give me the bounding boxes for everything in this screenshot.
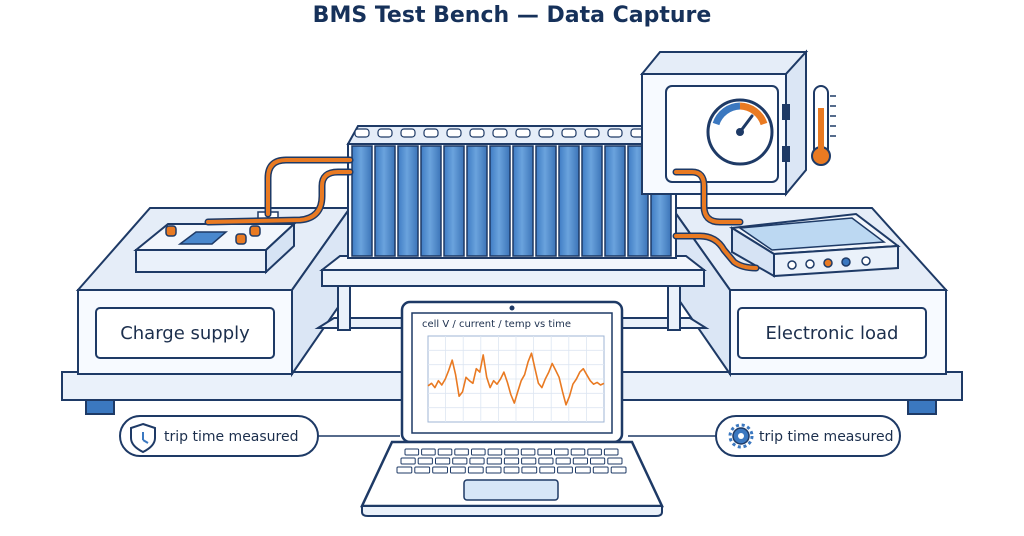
keyboard-key bbox=[537, 448, 553, 456]
laptop: cell V / current / temp vs time bbox=[360, 300, 664, 517]
battery-cell bbox=[374, 145, 396, 257]
laptop-trackpad bbox=[463, 479, 559, 501]
cell-terminal bbox=[469, 128, 485, 138]
keyboard-key bbox=[570, 448, 586, 456]
keyboard-key bbox=[555, 457, 571, 465]
screen-chart-title: cell V / current / temp vs time bbox=[422, 319, 571, 330]
right-callout: trip time measured bbox=[715, 415, 901, 457]
keyboard-key bbox=[414, 466, 431, 474]
battery-rack-table bbox=[314, 255, 710, 331]
keyboard-key bbox=[417, 457, 433, 465]
keyboard-key bbox=[487, 448, 503, 456]
cell-terminal bbox=[423, 128, 439, 138]
keyboard-key bbox=[437, 448, 453, 456]
battery-cell bbox=[397, 145, 419, 257]
keyboard-key bbox=[603, 448, 619, 456]
charge-supply-label: Charge supply bbox=[120, 323, 250, 344]
battery-cell bbox=[443, 145, 465, 257]
keyboard-key bbox=[520, 448, 536, 456]
cell-terminal bbox=[515, 128, 531, 138]
cables bbox=[204, 156, 760, 272]
keyboard-key bbox=[452, 457, 468, 465]
keyboard-key bbox=[521, 466, 538, 474]
keyboard-key bbox=[404, 448, 420, 456]
keyboard-key bbox=[467, 466, 484, 474]
battery-cell bbox=[489, 145, 511, 257]
keyboard-key bbox=[587, 448, 602, 456]
battery-cell bbox=[535, 145, 557, 257]
thermal-chamber bbox=[639, 49, 809, 197]
cell-terminal bbox=[538, 128, 554, 138]
keyboard-key bbox=[592, 466, 609, 474]
battery-pack bbox=[346, 125, 678, 259]
keyboard-key bbox=[521, 457, 537, 465]
keyboard-key bbox=[469, 457, 485, 465]
keyboard-key bbox=[539, 466, 556, 474]
keyboard-key bbox=[396, 466, 413, 474]
thermometer-icon bbox=[811, 85, 836, 166]
cell-terminal bbox=[354, 128, 370, 138]
series-line bbox=[427, 352, 605, 406]
keyboard-key bbox=[454, 448, 469, 456]
keyboard-key bbox=[504, 448, 519, 456]
keyboard-key bbox=[421, 448, 436, 456]
electronic-load-unit bbox=[729, 212, 901, 278]
battery-cell bbox=[581, 145, 603, 257]
keyboard-key bbox=[400, 457, 416, 465]
battery-cell bbox=[420, 145, 442, 257]
keyboard-key bbox=[572, 457, 588, 465]
dial-gauge-icon bbox=[706, 98, 774, 166]
left-callout: trip time measured bbox=[119, 415, 319, 457]
electronic-load-label: Electronic load bbox=[766, 323, 899, 344]
cell-terminal bbox=[607, 128, 623, 138]
keyboard-key bbox=[450, 466, 466, 474]
right-callout-text: trip time measured bbox=[759, 429, 894, 445]
keyboard-key bbox=[485, 466, 502, 474]
page-title: BMS Test Bench — Data Capture bbox=[313, 3, 712, 28]
battery-cell bbox=[351, 145, 373, 257]
keyboard-key bbox=[610, 466, 627, 474]
left-callout-text: trip time measured bbox=[164, 429, 299, 445]
keyboard-key bbox=[435, 457, 451, 465]
keyboard-key bbox=[590, 457, 606, 465]
battery-cell bbox=[512, 145, 534, 257]
keyboard-key bbox=[554, 448, 569, 456]
keyboard-key bbox=[471, 448, 486, 456]
cell-terminal bbox=[400, 128, 416, 138]
cell-terminal bbox=[377, 128, 393, 138]
screen-chart bbox=[427, 335, 605, 423]
keyboard-key bbox=[503, 457, 520, 465]
keyboard-key bbox=[607, 457, 623, 465]
cell-terminal bbox=[492, 128, 508, 138]
battery-cell bbox=[558, 145, 580, 257]
keyboard-key bbox=[486, 457, 502, 465]
cell-terminal bbox=[584, 128, 600, 138]
battery-cell bbox=[466, 145, 488, 257]
gear-icon bbox=[728, 423, 754, 449]
keyboard-key bbox=[538, 457, 554, 465]
laptop-keyboard bbox=[396, 448, 627, 474]
cell-terminal bbox=[446, 128, 462, 138]
keyboard-key bbox=[432, 466, 449, 474]
shield-clock-icon bbox=[130, 422, 156, 454]
battery-cell bbox=[604, 145, 626, 257]
cell-terminal bbox=[561, 128, 577, 138]
keyboard-key bbox=[575, 466, 591, 474]
keyboard-key bbox=[503, 466, 520, 474]
keyboard-key bbox=[557, 466, 573, 474]
charge-supply-unit bbox=[133, 211, 297, 275]
